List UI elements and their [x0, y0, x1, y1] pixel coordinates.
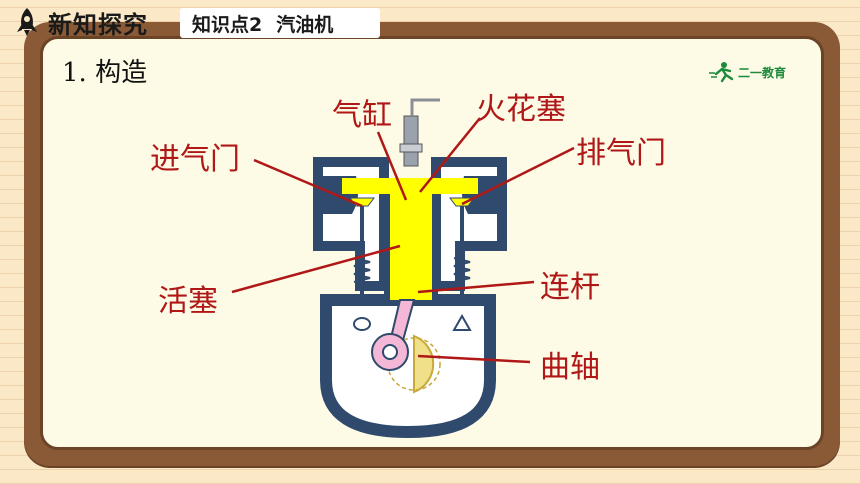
spark-plug: [403, 115, 419, 167]
combustion-chamber: [342, 178, 478, 194]
runner-logo-icon: [709, 62, 734, 83]
logo-text: 二一教育: [738, 65, 787, 80]
label-crankshaft: 曲轴: [540, 350, 600, 385]
label-spark-plug: 火花塞: [476, 92, 566, 127]
crankcase: [320, 294, 496, 439]
intake-cam: [353, 317, 371, 331]
exhaust-cam: [452, 313, 472, 331]
publisher-logo: 二一教育: [708, 60, 786, 84]
label-connecting-rod: 连杆: [540, 270, 600, 305]
label-piston: 活塞: [158, 284, 218, 319]
label-cylinder: 气缸: [332, 98, 392, 133]
exhaust-spring: [453, 257, 471, 283]
content-heading: 1. 构造: [62, 58, 148, 88]
leader-lines: [231, 117, 575, 364]
rocket-icon: [17, 8, 37, 36]
label-intake-valve: 进气门: [150, 142, 240, 177]
section-header: 新知探究: [14, 4, 148, 40]
topic-name: 汽油机: [276, 13, 334, 36]
label-exhaust-valve: 排气门: [576, 136, 666, 171]
section-title: 新知探究: [48, 10, 148, 39]
topic-number: 知识点2: [192, 13, 263, 36]
topic-pill: 知识点2 汽油机: [180, 8, 380, 38]
intake-spring: [353, 257, 371, 283]
